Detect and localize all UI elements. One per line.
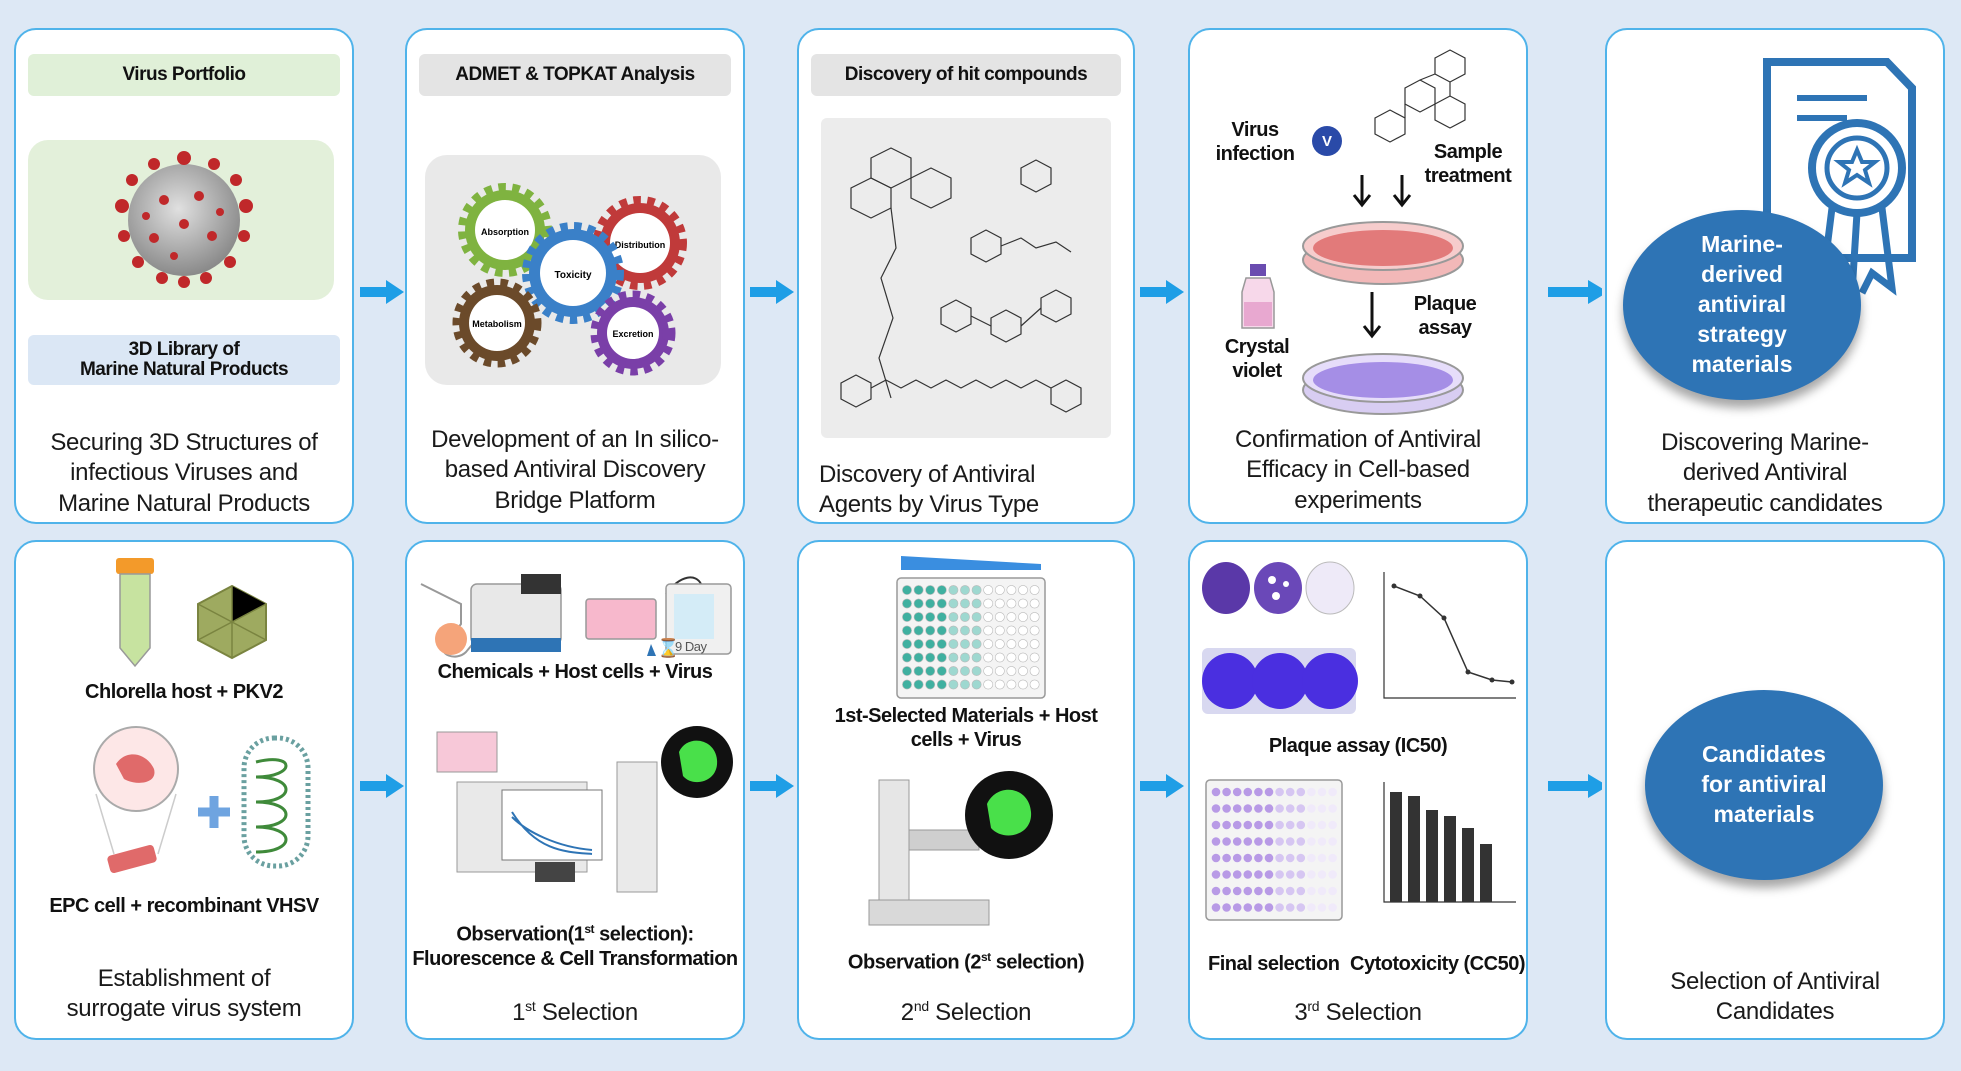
cytotoxicity-label: Cytotoxicity (CC50): [1350, 953, 1525, 975]
compound-structure-icon: [1374, 49, 1466, 143]
virus-badge-icon: V: [1312, 126, 1342, 156]
observation2-label: Observation (2st selection): [847, 950, 1085, 974]
gear-toxicity: Toxicity: [554, 270, 591, 281]
cell-magnifier-icon: [93, 726, 179, 874]
virus-infection-label: Virus infection: [1215, 119, 1295, 165]
lab-equipment-icon: [420, 574, 732, 658]
arrow-right-icon: [1548, 280, 1602, 304]
microscope-setup-icon: [436, 726, 733, 893]
arrow-right-icon: [750, 774, 794, 798]
cc50-bar-chart-icon: [1383, 782, 1516, 903]
sample-treatment-label: Sample treatment: [1424, 141, 1512, 187]
first-selection-card: ⌛ 9 Day Chemicals + Host cells + Virus O…: [405, 540, 745, 1040]
step4-card: Virus infection V Sample treatment Plaqu…: [1188, 28, 1528, 524]
hourglass-icon: ⌛: [657, 638, 680, 658]
gear-absorption: Absorption: [481, 227, 529, 237]
final-selection-label: Final selection: [1208, 953, 1340, 975]
step5-caption: Discovering Marine-derived Antiviral the…: [1647, 429, 1883, 517]
petri-dish-red-icon: [1302, 221, 1464, 285]
microscope-icon: [868, 771, 1053, 926]
step3-caption: Discovery of Antiviral Agents by Virus T…: [819, 461, 1039, 519]
marine-library-header: 3D Library of Marine Natural Products: [28, 335, 340, 385]
candidates-circle: Candidates for antiviral materials: [1645, 690, 1883, 880]
arrow-right-icon: [360, 774, 404, 798]
final-plate-icon: [1205, 779, 1343, 921]
arrow-right-icon: [1548, 774, 1602, 798]
step2-caption: Development of an In silico-based Antivi…: [431, 426, 719, 514]
arrow-right-icon: [750, 280, 794, 304]
arrow-down-icon: [1352, 175, 1412, 208]
arrow-right-icon: [360, 280, 404, 304]
chlorella-label: Chlorella host + PKV2: [85, 681, 283, 703]
petri-dish-purple-icon: [1302, 353, 1464, 415]
candidates-card: Candidates for antiviral materials Selec…: [1605, 540, 1945, 1040]
plaque-assay-label: Plaque assay: [1413, 293, 1477, 339]
candidates-caption: Selection of Antiviral Candidates: [1670, 968, 1880, 1026]
ic50-line-chart-icon: [1383, 572, 1516, 699]
coronavirus-icon: [115, 151, 253, 288]
gears-icon: Absorption Distribution Toxicity Metabol…: [452, 183, 687, 376]
third-selection-caption: 3rd Selection: [1294, 998, 1422, 1026]
observation1-label: Observation(1st selection): Fluorescence…: [412, 922, 738, 970]
step1-card: Virus Portfolio 3D Library of: [14, 28, 354, 524]
well-plate-icon: [896, 556, 1046, 699]
surrogate-system-card: Chlorella host + PKV2 EPC cell + recombi…: [14, 540, 354, 1040]
surrogate-caption: Establishment of surrogate virus system: [66, 965, 302, 1023]
step5-card: Marine- derived antiviral strategy mater…: [1605, 28, 1945, 524]
icosahedral-virus-icon: [197, 584, 267, 660]
gear-excretion: Excretion: [612, 329, 653, 339]
rhabdovirus-icon: [241, 735, 311, 869]
step4-caption: Confirmation of Antiviral Efficacy in Ce…: [1235, 426, 1481, 514]
step3-card: Discovery of hit compounds Discovery of …: [797, 28, 1135, 524]
first-selection-caption: 1st Selection: [512, 998, 638, 1026]
admet-header: ADMET & TOPKAT Analysis: [419, 54, 731, 96]
admet-gears-panel: Absorption Distribution Toxicity Metabol…: [425, 155, 721, 385]
step1-caption: Securing 3D Structures of infectious Vir…: [50, 429, 318, 517]
arrow-right-icon: [1140, 774, 1184, 798]
third-selection-card: Plaque assay (IC50) Final selection Cyto…: [1188, 540, 1528, 1040]
plaque-assay-ic50-label: Plaque assay (IC50): [1268, 735, 1448, 757]
step2-card: ADMET & TOPKAT Analysis Absorption Distr…: [405, 28, 745, 524]
marine-strategy-circle: Marine- derived antiviral strategy mater…: [1623, 210, 1861, 400]
epc-cell-label: EPC cell + recombinant VHSV: [49, 895, 319, 917]
chemicals-label: Chemicals + Host cells + Virus: [437, 661, 713, 683]
crystal-violet-label: Crystal violet: [1224, 336, 1290, 382]
chemical-structures-icon: [840, 147, 1082, 413]
second-selection-caption: 2nd Selection: [900, 998, 1032, 1026]
second-selection-card: 1st-Selected Materials + Host cells + Vi…: [797, 540, 1135, 1040]
arrow-right-icon: [1140, 280, 1184, 304]
gear-metabolism: Metabolism: [472, 319, 522, 329]
hit-compounds-header: Discovery of hit compounds: [811, 54, 1121, 96]
plus-icon: [198, 796, 230, 828]
arrow-down-icon: [1362, 292, 1382, 339]
gear-distribution: Distribution: [615, 240, 666, 250]
day-label: 9 Day: [675, 639, 707, 654]
compounds-panel: [821, 118, 1111, 438]
virus-portfolio-header: Virus Portfolio: [28, 54, 340, 96]
virus-image-panel: [28, 140, 334, 300]
plaque-plates-icon: [1202, 561, 1358, 714]
crystal-violet-bottle-icon: [1241, 264, 1275, 329]
test-tube-icon: [116, 558, 154, 668]
materials-label: 1st-Selected Materials + Host cells + Vi…: [834, 705, 1098, 751]
